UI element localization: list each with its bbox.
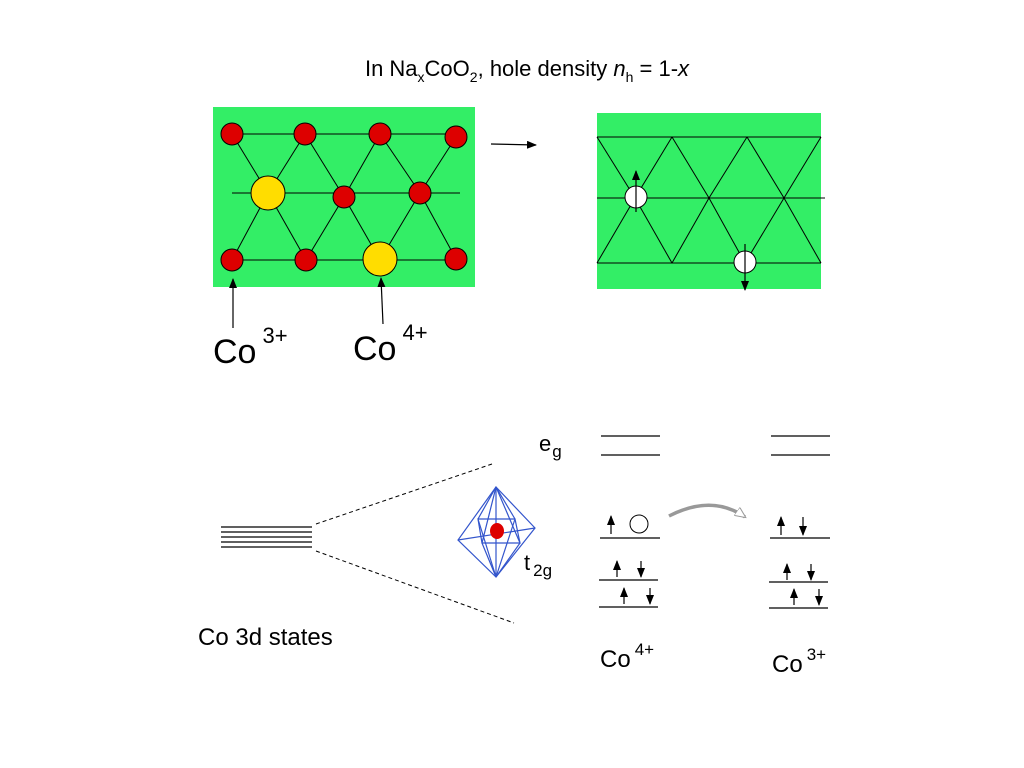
- hole: [629, 514, 649, 534]
- slide-title: In NaxCoO2, hole density nh = 1-x: [365, 56, 690, 85]
- co4-ion: [362, 241, 398, 277]
- transform-arrow: [490, 140, 537, 149]
- co3-ion: [220, 248, 244, 272]
- co3-ion: [293, 122, 317, 146]
- co3-ion: [220, 122, 244, 146]
- left-lattice-panel: [213, 107, 475, 287]
- co3-level-diagram: [769, 435, 830, 609]
- co4-level-diagram: [599, 435, 660, 608]
- splitting-dashed-lines: [315, 463, 515, 624]
- right-lattice-panel: [596, 113, 825, 291]
- octahedron-icon: [457, 486, 536, 578]
- hopping-arrow: [668, 503, 745, 519]
- co4-ion: [250, 175, 286, 211]
- co3-ion: [368, 122, 392, 146]
- co3-ion: [444, 247, 468, 271]
- central-co-atom: [490, 523, 504, 539]
- co4-pointer-arrow: [377, 277, 386, 325]
- co3-ion: [332, 185, 356, 209]
- degenerate-3d-levels: [221, 526, 312, 548]
- co-3d-states-label: Co 3d states: [198, 624, 333, 651]
- co3-ion: [294, 248, 318, 272]
- eg-label: eg: [539, 431, 562, 461]
- co3-ion: [408, 181, 432, 205]
- co3-ion: [444, 125, 468, 149]
